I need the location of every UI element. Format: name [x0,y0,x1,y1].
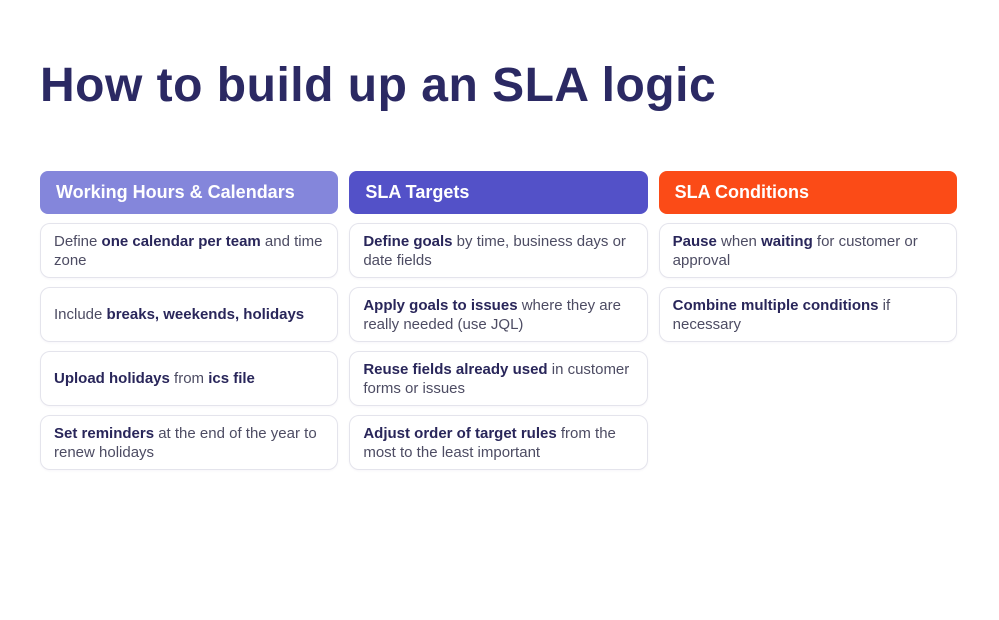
card-text: Reuse fields already used in customer fo… [363,360,633,398]
card-text-segment: Upload holidays [54,370,170,387]
card-text-segment: Combine multiple conditions [672,296,879,314]
card: Combine multiple conditions if necessary [658,287,957,342]
card-text: Upload holidays from ics file [54,369,255,388]
card-text: Include breaks, weekends, holidays [54,305,304,324]
card-text-segment: if necessary [672,296,895,333]
columns: Working Hours & Calendars Define one cal… [40,171,957,470]
card-text-segment: waiting [761,232,813,250]
card-text: Define goals by time, business days or d… [363,232,633,270]
card: Reuse fields already used in customer fo… [349,351,648,406]
card-text: Combine multiple conditions if necessary [673,296,943,334]
card-text-segment: where they are really needed (use JQL) [363,296,626,333]
card: Define goals by time, business days or d… [349,223,648,278]
card-text-segment: Define goals [363,232,453,250]
card: Pause when waiting for customer or appro… [658,223,957,278]
card-text-segment: Reuse fields already used [363,360,548,378]
card-text-segment: from [169,370,209,387]
card-text: Set reminders at the end of the year to … [54,424,324,462]
column: Working Hours & Calendars Define one cal… [40,171,339,470]
column: SLA Conditions Pause when waiting for cu… [658,171,957,342]
column-header: SLA Conditions [658,171,957,214]
card: Adjust order of target rules from the mo… [349,415,648,470]
card: Set reminders at the end of the year to … [40,415,339,470]
card-text-segment: for customer or approval [672,232,922,269]
card-text-segment: from the most to the least important [363,424,621,461]
card-text-segment: one calendar per team [101,232,261,250]
column-header: SLA Targets [349,171,648,214]
card-text-segment: Adjust order of target rules [363,424,557,442]
column: SLA Targets Define goals by time, busine… [349,171,648,470]
column-cards: Define one calendar per team and time zo… [40,223,339,470]
card-text-segment: Apply goals to issues [363,296,518,314]
card-text: Adjust order of target rules from the mo… [363,424,633,462]
card: Include breaks, weekends, holidays [40,287,339,342]
card: Upload holidays from ics file [40,351,339,406]
card: Apply goals to issues where they are rea… [349,287,648,342]
card-text-segment: by time, business days or date fields [363,232,631,269]
card-text-segment: in customer forms or issues [363,360,634,397]
card-text: Define one calendar per team and time zo… [54,232,324,270]
slide: How to build up an SLA logic Working Hou… [0,58,999,620]
column-cards: Define goals by time, business days or d… [349,223,648,470]
card-text-segment: Set reminders [54,424,155,442]
card: Define one calendar per team and time zo… [40,223,339,278]
column-header: Working Hours & Calendars [40,171,339,214]
column-cards: Pause when waiting for customer or appro… [658,223,957,342]
card-text-segment: breaks, weekends, holidays [106,306,305,323]
card-text-segment: and time zone [54,232,327,269]
card-text-segment: Define [54,232,102,250]
card-text-segment: Pause [672,232,717,250]
page-title: How to build up an SLA logic [40,59,717,112]
card-text-segment: when [716,232,762,250]
column-header-label: SLA Targets [365,182,470,202]
column-header-label: Working Hours & Calendars [56,182,295,202]
card-text-segment: Include [54,306,107,323]
card-text-segment: ics file [208,370,255,387]
card-text: Pause when waiting for customer or appro… [673,232,943,270]
card-text: Apply goals to issues where they are rea… [363,296,633,334]
card-text-segment: at the end of the year to renew holidays [54,424,321,461]
column-header-label: SLA Conditions [674,182,809,202]
